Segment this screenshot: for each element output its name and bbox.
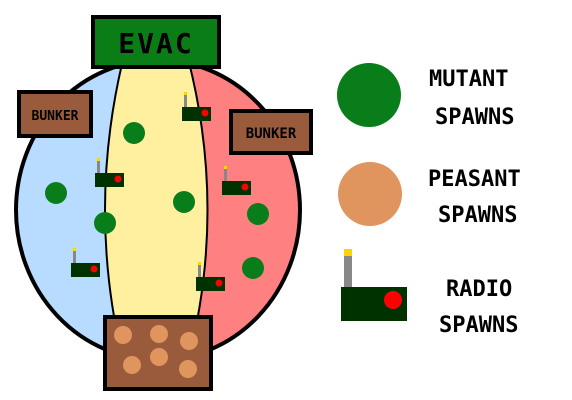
mutant-spawn-icon xyxy=(242,257,264,279)
peasant-spawn-icon xyxy=(179,360,197,378)
mutant-spawn-icon xyxy=(337,63,401,127)
evac-label: EVAC xyxy=(118,27,193,60)
peasant-spawn-icon xyxy=(338,162,402,226)
radio-spawn-icon xyxy=(222,166,251,195)
radio-spawn-icon xyxy=(182,92,211,121)
legend-peasant: PEASANT SPAWNS xyxy=(338,162,521,228)
mutant-spawn-icon xyxy=(123,122,145,144)
radio-spawn-icon xyxy=(341,249,407,321)
evac-zone: EVAC xyxy=(91,15,221,69)
bunker-left-label: BUNKER xyxy=(32,109,79,124)
mutant-spawns-map xyxy=(45,122,269,279)
peasant-spawn-icon xyxy=(114,326,132,344)
peasant-spawn-icon xyxy=(123,356,141,374)
legend-mutant: MUTANT SPAWNS xyxy=(337,63,514,130)
bunker-right: BUNKER xyxy=(229,109,313,155)
legend-mutant-line2: SPAWNS xyxy=(435,105,514,130)
bunker-left: BUNKER xyxy=(17,90,93,138)
radio-spawn-icon xyxy=(196,262,225,291)
legend: MUTANT SPAWNS PEASANT SPAWNS RADIO SPAWN… xyxy=(337,63,521,338)
radio-spawn-icon xyxy=(71,248,100,277)
bunker-right-label: BUNKER xyxy=(246,126,297,142)
legend-mutant-line1: MUTANT xyxy=(429,67,508,92)
mutant-spawn-icon xyxy=(173,191,195,213)
legend-radio: RADIO SPAWNS xyxy=(341,249,518,338)
mutant-spawn-icon xyxy=(45,182,67,204)
peasant-spawn-pit xyxy=(103,315,213,391)
legend-peasant-line2: SPAWNS xyxy=(438,203,517,228)
mutant-spawn-icon xyxy=(247,203,269,225)
radio-spawns-map xyxy=(71,92,251,291)
peasant-spawn-icon xyxy=(180,332,198,350)
legend-radio-line2: SPAWNS xyxy=(439,313,518,338)
peasant-spawn-icon xyxy=(150,348,168,366)
radio-spawn-icon xyxy=(95,158,124,187)
mutant-spawn-icon xyxy=(94,212,116,234)
legend-peasant-line1: PEASANT xyxy=(428,167,521,192)
legend-radio-line1: RADIO xyxy=(446,277,512,302)
peasant-spawn-icon xyxy=(150,325,168,343)
